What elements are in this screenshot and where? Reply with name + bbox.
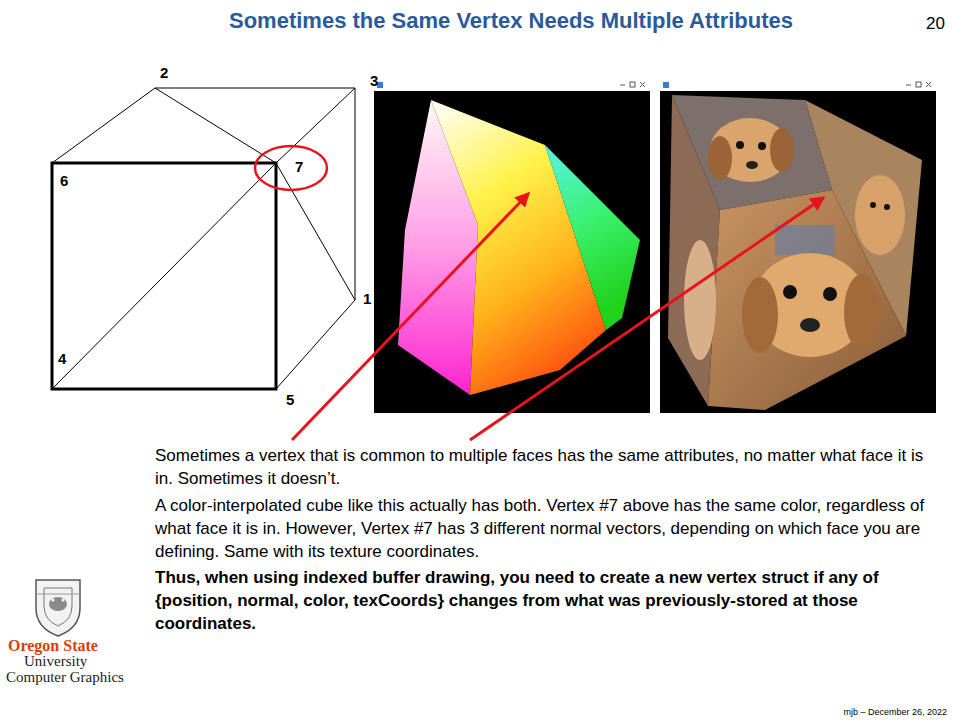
vertex-number: 3 bbox=[370, 72, 378, 89]
color-cube-screenshot-part bbox=[374, 80, 650, 413]
page-number: 20 bbox=[926, 14, 945, 34]
textured-cube-screenshot-part bbox=[855, 175, 905, 255]
vertex-number: 5 bbox=[286, 391, 294, 408]
pointer-arrow bbox=[292, 194, 823, 440]
slide-title: Sometimes the Same Vertex Needs Multiple… bbox=[130, 8, 892, 34]
vertex-number: 7 bbox=[295, 158, 303, 175]
cube-wireframe-part bbox=[52, 163, 276, 389]
cube-wireframe-part bbox=[52, 88, 155, 163]
color-cube-screenshot-part bbox=[545, 145, 640, 330]
pointer-arrow-part bbox=[470, 198, 823, 440]
footer-text: mjb – December 26, 2022 bbox=[843, 707, 947, 717]
vertex-number: 2 bbox=[160, 64, 168, 81]
logo-text: Computer Graphics bbox=[6, 669, 124, 686]
color-cube-screenshot-part bbox=[620, 85, 625, 86]
textured-cube-screenshot-part bbox=[758, 142, 766, 150]
textured-cube-screenshot-part bbox=[775, 225, 835, 255]
vertex-number: 4 bbox=[58, 350, 66, 367]
cube-wireframe-part bbox=[155, 88, 355, 89]
color-cube-screenshot-part bbox=[630, 82, 635, 87]
body-text: A color-interpolated cube like this actu… bbox=[155, 494, 940, 563]
textured-cube-screenshot-part bbox=[660, 80, 936, 91]
cube-wireframe-part bbox=[276, 300, 355, 389]
university-logo-part bbox=[36, 580, 80, 636]
pointer-arrow-part bbox=[292, 194, 528, 440]
textured-cube-screenshot bbox=[660, 80, 936, 413]
textured-cube-screenshot-part bbox=[800, 318, 820, 332]
logo-text: University bbox=[24, 653, 87, 670]
textured-cube-screenshot-part bbox=[906, 85, 911, 86]
textured-cube-screenshot-part bbox=[742, 277, 778, 353]
body-text: Thus, when using indexed buffer drawing,… bbox=[155, 566, 940, 635]
color-cube-screenshot-part bbox=[374, 80, 650, 91]
textured-cube-screenshot-part bbox=[926, 82, 931, 87]
color-cube-screenshot-part bbox=[640, 82, 645, 87]
vertex-number: 6 bbox=[60, 172, 68, 189]
textured-cube-screenshot-part bbox=[770, 128, 794, 172]
university-logo-part bbox=[52, 599, 55, 602]
cube-wireframe-part bbox=[155, 88, 276, 163]
highlight-circle bbox=[255, 146, 327, 190]
university-logo-part bbox=[49, 597, 67, 611]
textured-cube-screenshot-part bbox=[823, 287, 837, 301]
textured-cube-screenshot-part bbox=[916, 82, 921, 87]
textured-cube-screenshot-part bbox=[783, 285, 797, 299]
textured-cube-screenshot-part bbox=[884, 204, 890, 210]
textured-cube-screenshot-part bbox=[736, 141, 744, 149]
vertex-number: 1 bbox=[363, 290, 371, 307]
textured-cube-screenshot-part bbox=[746, 161, 758, 169]
cube-wireframe-part bbox=[355, 88, 356, 300]
textured-cube-screenshot-part bbox=[708, 136, 732, 180]
logo-text: Oregon State bbox=[8, 637, 98, 655]
textured-cube-screenshot-part bbox=[870, 202, 876, 208]
textured-cube-screenshot-part bbox=[684, 240, 716, 360]
cube-wireframe-part bbox=[52, 163, 276, 389]
body-text: Sometimes a vertex that is common to mul… bbox=[155, 444, 940, 490]
cube-wireframe bbox=[52, 88, 355, 389]
textured-cube-screenshot-part bbox=[672, 95, 832, 210]
textured-cube-screenshot-part bbox=[660, 80, 936, 413]
university-logo-part bbox=[62, 599, 65, 602]
color-cube-screenshot bbox=[374, 80, 650, 413]
textured-cube-screenshot-part bbox=[663, 82, 669, 88]
textured-cube-screenshot-part bbox=[844, 274, 880, 350]
university-logo bbox=[36, 580, 80, 636]
university-logo-part bbox=[36, 594, 80, 595]
